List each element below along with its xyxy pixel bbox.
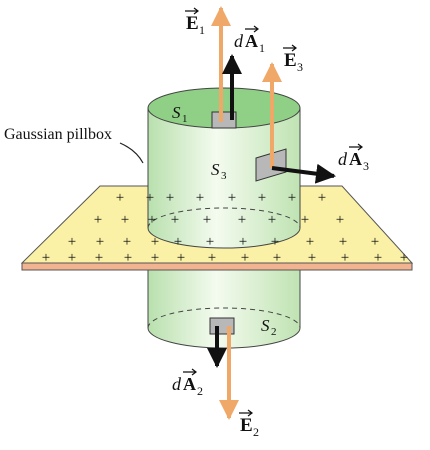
svg-text:A: A: [183, 374, 196, 394]
plus-sign: +: [121, 212, 129, 228]
bottom-face-hidden-edge: [147, 307, 301, 329]
plus-sign: +: [148, 212, 156, 228]
label-da1: d A 1: [234, 25, 265, 55]
plus-sign: +: [208, 250, 216, 266]
plus-sign: +: [339, 234, 347, 250]
plus-sign: +: [171, 212, 179, 228]
svg-text:1: 1: [182, 113, 188, 125]
label-s2: S 2: [261, 316, 277, 338]
plus-sign: +: [308, 250, 316, 266]
cylinder-lower: [147, 267, 301, 349]
plus-sign: +: [306, 234, 314, 250]
plus-sign: +: [341, 250, 349, 266]
vector-arrow-e2: [239, 409, 253, 417]
svg-text:E: E: [284, 50, 297, 71]
plus-sign: +: [273, 250, 281, 266]
svg-text:2: 2: [197, 384, 203, 398]
svg-text:E: E: [240, 415, 253, 436]
svg-text:d: d: [172, 374, 182, 394]
plus-sign: +: [371, 234, 379, 250]
plus-sign: +: [177, 250, 185, 266]
label-pillbox: Gaussian pillbox: [4, 126, 112, 143]
plus-sign: +: [258, 190, 266, 206]
svg-text:E: E: [186, 13, 199, 34]
plus-sign: +: [301, 212, 309, 228]
svg-text:S: S: [211, 160, 220, 179]
pillbox-pointer: [119, 142, 144, 164]
label-s1: S 1: [172, 103, 188, 125]
plus-sign: +: [239, 234, 247, 250]
plus-sign: +: [400, 250, 408, 266]
plus-sign: +: [174, 234, 182, 250]
normal-arrow-da3: [271, 163, 336, 184]
vector-arrow-e3: [283, 44, 297, 52]
svg-text:S: S: [172, 103, 181, 122]
plus-sign: +: [241, 250, 249, 266]
plus-sign: +: [318, 190, 326, 206]
svg-text:A: A: [245, 31, 258, 51]
plus-sign: +: [123, 234, 131, 250]
label-da2: d A 2: [172, 368, 203, 398]
svg-text:A: A: [349, 149, 362, 169]
label-e3: E 3: [283, 44, 303, 74]
svg-text:d: d: [338, 149, 348, 169]
plus-sign: +: [206, 234, 214, 250]
plus-sign: +: [94, 212, 102, 228]
svg-text:3: 3: [363, 159, 369, 173]
plus-sign: +: [151, 250, 159, 266]
plus-sign: +: [268, 212, 276, 228]
plus-sign: +: [238, 212, 246, 228]
plus-sign: +: [374, 250, 382, 266]
vector-arrow-da1: [245, 25, 259, 33]
plus-sign: +: [95, 250, 103, 266]
svg-text:1: 1: [199, 23, 205, 37]
plus-sign: +: [116, 190, 124, 206]
vector-arrow-da3: [349, 143, 363, 151]
plus-sign: +: [228, 190, 236, 206]
svg-text:2: 2: [253, 425, 259, 439]
plus-sign: +: [124, 250, 132, 266]
svg-text:d: d: [234, 31, 244, 51]
plus-sign: +: [271, 234, 279, 250]
plus-sign: +: [203, 212, 211, 228]
plus-sign: +: [68, 234, 76, 250]
svg-text:Gaussian pillbox: Gaussian pillbox: [4, 126, 112, 143]
svg-text:S: S: [261, 316, 270, 335]
plus-sign: +: [146, 190, 154, 206]
vector-arrow-da2: [183, 368, 197, 376]
svg-text:2: 2: [271, 326, 277, 338]
label-e2: E 2: [239, 409, 259, 439]
label-s3: S 3: [211, 160, 227, 182]
svg-text:1: 1: [259, 41, 265, 55]
plus-sign: +: [151, 234, 159, 250]
svg-text:3: 3: [297, 60, 303, 74]
label-da3: d A 3: [338, 143, 369, 173]
plus-sign: +: [196, 190, 204, 206]
vector-arrow-e1: [185, 7, 199, 15]
plus-sign: +: [166, 190, 174, 206]
svg-text:3: 3: [221, 170, 227, 182]
plus-sign: +: [42, 250, 50, 266]
cut-edge-hidden: [147, 207, 301, 229]
plus-sign: +: [68, 250, 76, 266]
sheet-edge: [21, 262, 413, 271]
plus-sign: +: [336, 212, 344, 228]
label-e1: E 1: [185, 7, 205, 37]
plus-sign: +: [96, 234, 104, 250]
plus-signs: ++++++++++++++++++++++++++++++++++++++++…: [42, 190, 408, 266]
cylinder-upper: [147, 107, 301, 249]
plus-sign: +: [288, 190, 296, 206]
